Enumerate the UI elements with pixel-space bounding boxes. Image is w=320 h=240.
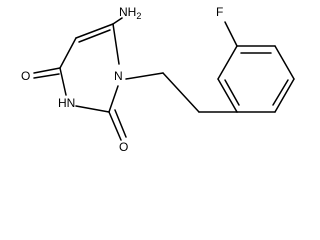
bond-c4-n3 bbox=[59, 67, 67, 96]
bond-c2-n1 bbox=[108, 85, 119, 113]
atom-label-nh2: NH2 bbox=[119, 5, 141, 21]
bond-ar5-ar6-inner bbox=[272, 79, 289, 106]
bond-c5-c4 bbox=[59, 37, 77, 69]
atom-label-f: F bbox=[216, 5, 223, 19]
atom-label-n1: N bbox=[114, 69, 123, 83]
bond-ar3-f bbox=[224, 21, 238, 47]
bond-c4-o4-double bbox=[33, 73, 60, 79]
bond-c6-nh2 bbox=[112, 17, 123, 25]
bond-n1-c6 bbox=[112, 23, 120, 65]
bond-ar2-ar3 bbox=[217, 45, 238, 80]
atom-label-o4: O bbox=[21, 69, 30, 83]
structure-diagram: NH2 N O HN O F bbox=[21, 5, 295, 154]
bond-n3-c2 bbox=[75, 105, 110, 113]
atom-label-n3: HN bbox=[58, 96, 75, 110]
bond-n1-ch2a bbox=[125, 72, 164, 80]
bond-ar4-ar5 bbox=[274, 45, 295, 80]
bond-c6-c5 bbox=[75, 23, 114, 39]
bond-ar1-ar2 bbox=[217, 78, 238, 113]
bond-c4-o4 bbox=[33, 67, 61, 74]
bond-c2-o2 bbox=[108, 111, 122, 141]
bond-c6-c5-double bbox=[78, 29, 111, 43]
bond-ar5-ar6 bbox=[274, 78, 295, 113]
bond-c2-o2-double bbox=[114, 109, 127, 138]
bond-ch2a-ch2b bbox=[162, 72, 200, 113]
atom-label-nh2-sub: 2 bbox=[136, 11, 141, 21]
bond-ar1-ar2-inner bbox=[224, 79, 240, 106]
atom-label-o2: O bbox=[119, 140, 128, 154]
atom-label-nh2-main: NH bbox=[119, 5, 136, 19]
